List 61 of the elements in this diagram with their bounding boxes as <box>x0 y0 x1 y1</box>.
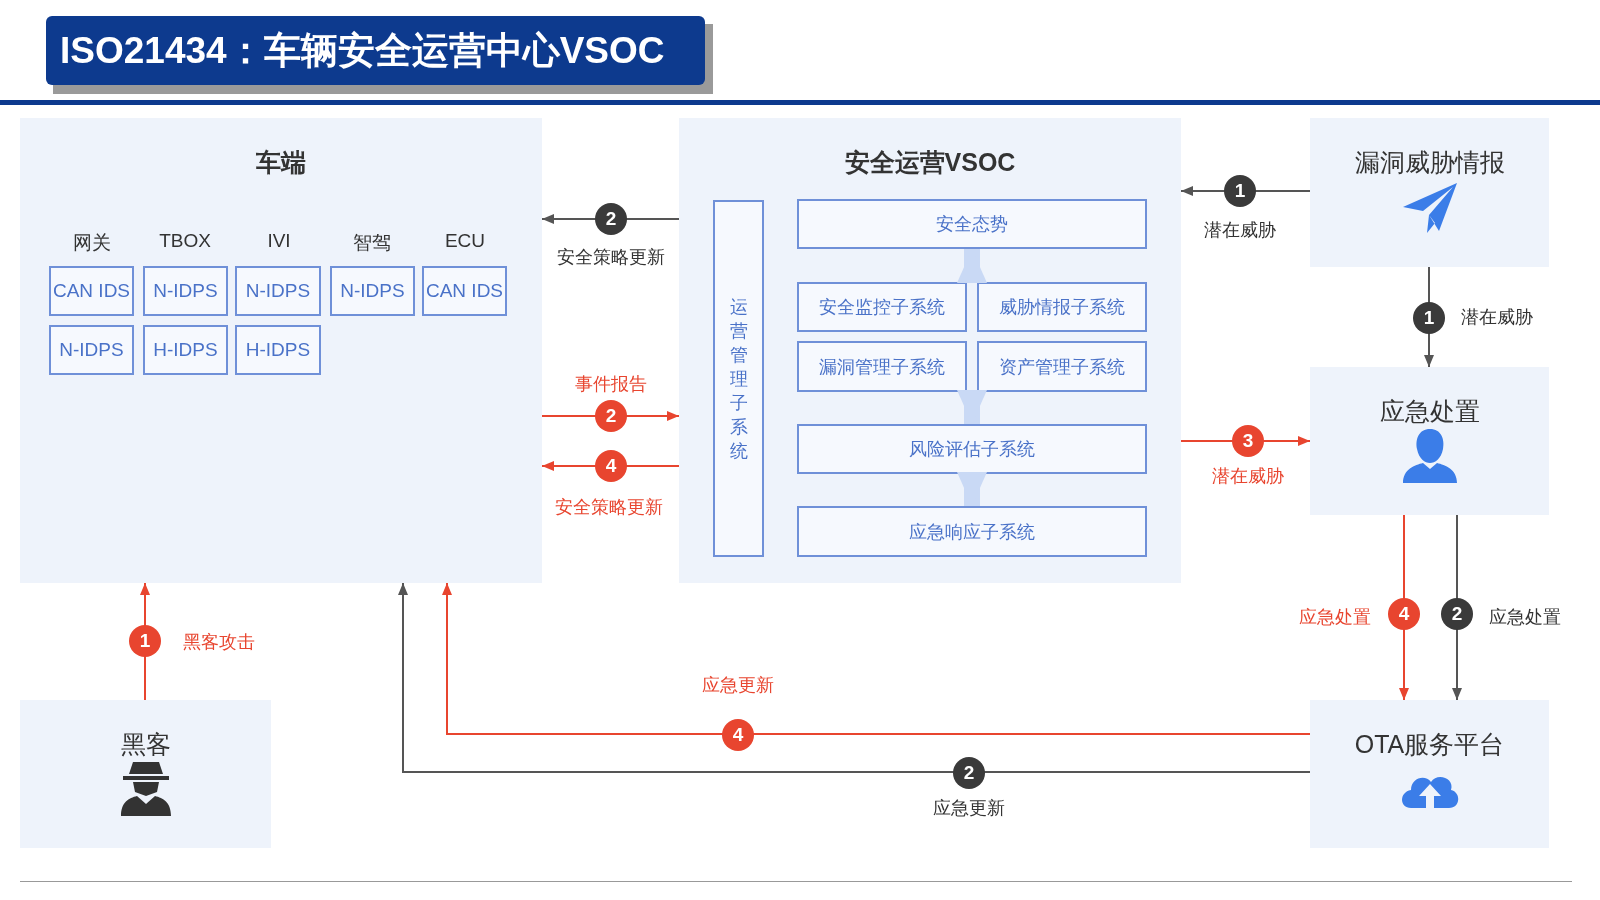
block-arrow <box>957 390 987 424</box>
column-header: 智驾 <box>352 231 392 255</box>
subsystem-box: 应急响应子系统 <box>797 506 1147 557</box>
column-header: 网关 <box>72 231 112 255</box>
module-box: H-IDPS <box>143 325 228 375</box>
edge-label: 潜在威胁 <box>1202 218 1278 242</box>
module-box: CAN IDS <box>49 266 134 316</box>
edge-label: 应急更新 <box>700 673 776 697</box>
panel-title: 安全运营VSOC <box>843 147 1017 178</box>
subsystem-box: 风险评估子系统 <box>797 424 1147 474</box>
edge-label: 事件报告 <box>573 372 649 396</box>
module-box: N-IDPS <box>143 266 228 316</box>
panel-title: OTA服务平台 <box>1353 729 1506 760</box>
subsystem-box: 运营管理子系统 <box>713 200 764 557</box>
callout-number: 4 <box>595 450 627 482</box>
panel <box>20 118 542 583</box>
callout-number: 1 <box>1413 302 1445 334</box>
edge-label: 黑客攻击 <box>181 630 257 654</box>
title-banner: ISO21434：车辆安全运营中心VSOC <box>46 16 705 85</box>
panel-title: 车端 <box>255 147 307 178</box>
column-header: ECU <box>443 230 487 252</box>
callout-number: 1 <box>1224 175 1256 207</box>
module-box: N-IDPS <box>330 266 415 316</box>
edge-label: 应急更新 <box>931 796 1007 820</box>
block-arrow <box>957 249 987 283</box>
module-box: H-IDPS <box>235 325 321 375</box>
block-arrow <box>957 472 987 506</box>
callout-number: 1 <box>129 625 161 657</box>
callout-number: 3 <box>1232 425 1264 457</box>
subsystem-box: 安全监控子系统 <box>797 282 967 332</box>
callout-number: 4 <box>722 719 754 751</box>
subsystem-box: 资产管理子系统 <box>977 341 1147 392</box>
callout-number: 2 <box>595 400 627 432</box>
edge-label: 安全策略更新 <box>553 495 665 519</box>
arrow <box>398 582 1311 773</box>
arrow <box>442 582 1311 735</box>
module-box: N-IDPS <box>235 266 321 316</box>
callout-number: 2 <box>953 757 985 789</box>
callout-number: 2 <box>1441 598 1473 630</box>
panel-title: 应急处置 <box>1378 396 1481 427</box>
edge-label: 应急处置 <box>1487 605 1563 629</box>
subsystem-box: 漏洞管理子系统 <box>797 341 967 392</box>
edge-label: 潜在威胁 <box>1210 464 1286 488</box>
edge-label: 应急处置 <box>1297 605 1373 629</box>
panel <box>1310 367 1549 515</box>
panel-title: 黑客 <box>119 729 172 760</box>
column-header: TBOX <box>158 230 212 252</box>
panel <box>20 700 271 848</box>
subsystem-box: 威胁情报子系统 <box>977 282 1147 332</box>
panel <box>1310 700 1549 848</box>
module-box: N-IDPS <box>49 325 134 375</box>
panel <box>1310 118 1549 267</box>
edge-label: 安全策略更新 <box>555 245 667 269</box>
callout-number: 4 <box>1388 598 1420 630</box>
callout-number: 2 <box>595 203 627 235</box>
panel-title: 漏洞威胁情报 <box>1353 147 1506 178</box>
panel <box>679 118 1181 583</box>
edge-label: 潜在威胁 <box>1459 305 1535 329</box>
column-header: IVI <box>266 230 292 252</box>
subsystem-box: 安全态势 <box>797 199 1147 249</box>
module-box: CAN IDS <box>422 266 507 316</box>
